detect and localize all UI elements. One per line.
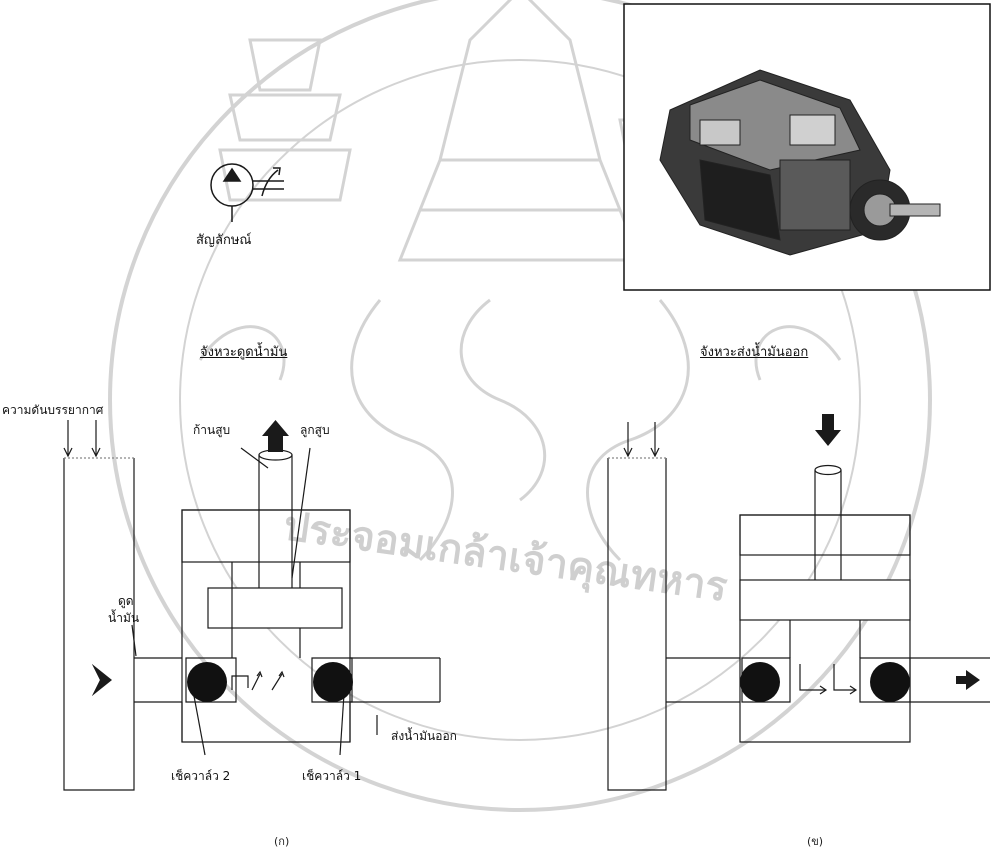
suction-oil-label-line1: ดูด [118, 595, 134, 608]
check-valve-ball-2-right [740, 662, 780, 702]
discharge-oil-label: ส่งน้ำมันออก [391, 730, 457, 743]
rod-down-arrow [815, 414, 841, 446]
reservoir-right [608, 458, 666, 790]
suction-stroke-heading: จังหวะดูดน้ำมัน [200, 346, 287, 360]
suction-oil-label-line2: น้ำมัน [108, 612, 139, 625]
discharge-stroke-heading: จังหวะส่งน้ำมันออก [700, 346, 808, 360]
inlet-arrow-fill [92, 664, 112, 696]
pump-photo [624, 4, 990, 290]
check-valve-ball-1-right [870, 662, 910, 702]
symbol-label: สัญลักษณ์ [196, 234, 251, 248]
check-valve-ball-1 [313, 662, 353, 702]
check-valve-1-label: เช็ควาล์ว 1 [302, 770, 361, 783]
caption-right: (ข) [807, 836, 823, 848]
pump-symbol [211, 164, 284, 222]
watermark-text: ประจอมเกล้าเจ้าคุณทหาร [281, 503, 731, 613]
atmospheric-pressure-label: ความดันบรรยากาศ [2, 404, 103, 417]
outlet-arrow [956, 670, 980, 690]
piston-rod-label: ก้านสูบ [193, 424, 230, 437]
caption-left: (ก) [274, 836, 289, 848]
discharge-diagram [608, 422, 990, 790]
piston-label: ลูกสูบ [300, 424, 330, 437]
check-valve-ball-2 [187, 662, 227, 702]
check-valve-2-label: เช็ควาล์ว 2 [171, 770, 230, 783]
rod-up-arrow [262, 420, 289, 452]
